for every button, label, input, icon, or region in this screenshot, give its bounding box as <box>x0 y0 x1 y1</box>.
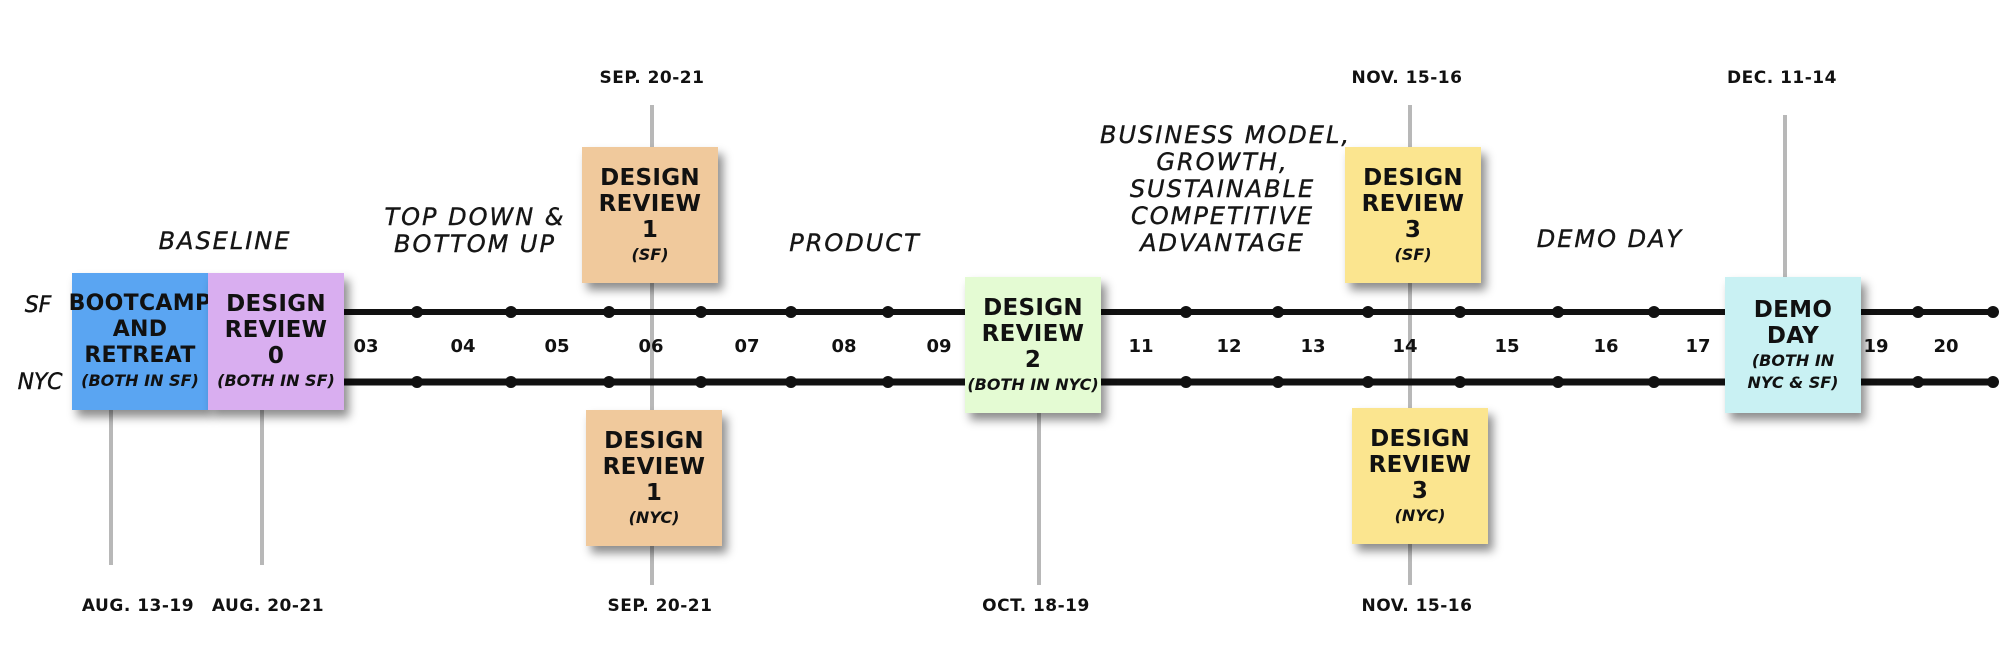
note-design-review-3-nyc: DESIGN REVIEW 3 (NYC) <box>1352 408 1488 544</box>
week-number: 04 <box>450 336 476 357</box>
sf-track-dot <box>603 306 615 318</box>
date-top-design-review-3: NOV. 15-16 <box>1351 68 1463 88</box>
week-number: 05 <box>544 336 570 357</box>
sf-track-dot <box>882 306 894 318</box>
track-label-sf: SF <box>24 293 52 318</box>
nyc-track-dot <box>1180 376 1192 388</box>
week-number: 09 <box>926 336 952 357</box>
note-demo-day: DEMO DAY (BOTH IN NYC & SF) <box>1725 277 1861 413</box>
nyc-track-dot <box>1648 376 1660 388</box>
note-title: DESIGN REVIEW 3 <box>1361 164 1465 243</box>
date-bottom-design-review-2: OCT. 18-19 <box>982 596 1090 616</box>
sf-track-dot <box>1272 306 1284 318</box>
note-title: DESIGN REVIEW 3 <box>1368 425 1472 504</box>
note-design-review-2: DESIGN REVIEW 2 (BOTH IN NYC) <box>965 277 1101 413</box>
sf-track-dot <box>1362 306 1374 318</box>
phase-top-down-bottom-up: TOP DOWN & BOTTOM UP <box>384 203 566 258</box>
note-subtitle: (BOTH IN SF) <box>81 371 199 390</box>
week-number: 17 <box>1685 336 1711 357</box>
nyc-track-dot <box>1552 376 1564 388</box>
nyc-track-dot <box>882 376 894 388</box>
note-subtitle: (NYC) <box>628 507 680 527</box>
sf-track-dot <box>1648 306 1660 318</box>
week-number: 20 <box>1933 336 1959 357</box>
date-bottom-design-review-3: NOV. 15-16 <box>1361 596 1473 616</box>
week-number: 19 <box>1863 336 1889 357</box>
week-number: 03 <box>353 336 379 357</box>
sf-track-dot <box>1454 306 1466 318</box>
note-subtitle: (BOTH IN SF) <box>217 371 335 390</box>
nyc-track-dot <box>1912 376 1924 388</box>
nyc-track-dot <box>505 376 517 388</box>
week-number: 15 <box>1494 336 1520 357</box>
sf-track-dot <box>1912 306 1924 318</box>
week-number: 13 <box>1300 336 1326 357</box>
nyc-track-dot <box>1272 376 1284 388</box>
phase-business-model: BUSINESS MODEL, GROWTH, SUSTAINABLE COMP… <box>1100 121 1351 257</box>
note-design-review-3-sf: DESIGN REVIEW 3 (SF) <box>1345 147 1481 283</box>
week-number: 14 <box>1392 336 1418 357</box>
nyc-track-dot <box>603 376 615 388</box>
sf-track-dot <box>505 306 517 318</box>
nyc-track-dot <box>1987 376 1999 388</box>
nyc-track-dot <box>785 376 797 388</box>
note-title: DESIGN REVIEW 1 <box>598 164 702 243</box>
note-design-review-1-nyc: DESIGN REVIEW 1 (NYC) <box>586 410 722 546</box>
note-design-review-0: DESIGN REVIEW 0 (BOTH IN SF) <box>208 273 344 410</box>
nyc-track-dot <box>1454 376 1466 388</box>
date-top-demo-day: DEC. 11-14 <box>1727 68 1837 88</box>
note-title: DEMO DAY <box>1753 296 1833 349</box>
nyc-track-dot <box>411 376 423 388</box>
date-bottom-design-review-1: SEP. 20-21 <box>607 596 713 616</box>
date-bottom-design-review-0: AUG. 20-21 <box>211 596 325 616</box>
note-subtitle: (SF) <box>1394 244 1432 264</box>
week-number: 11 <box>1128 336 1154 357</box>
note-title: DESIGN REVIEW 2 <box>981 294 1085 373</box>
note-design-review-1-sf: DESIGN REVIEW 1 (SF) <box>582 147 718 283</box>
phase-product: PRODUCT <box>789 229 921 257</box>
note-title: BOOTCAMP AND RETREAT <box>68 291 212 368</box>
date-top-design-review-1: SEP. 20-21 <box>599 68 705 88</box>
note-subtitle: (BOTH IN NYC) <box>967 374 1099 394</box>
note-subtitle: (NYC) <box>1394 505 1446 525</box>
sf-track-dot <box>1552 306 1564 318</box>
date-bottom-bootcamp: AUG. 13-19 <box>81 596 195 616</box>
sf-track-dot <box>1987 306 1999 318</box>
sf-track-dot <box>785 306 797 318</box>
nyc-track-dot <box>1362 376 1374 388</box>
week-number: 06 <box>638 336 664 357</box>
nyc-track-dot <box>695 376 707 388</box>
week-number: 16 <box>1593 336 1619 357</box>
note-title: DESIGN REVIEW 1 <box>602 427 706 506</box>
note-bootcamp: BOOTCAMP AND RETREAT (BOTH IN SF) <box>69 273 211 410</box>
note-subtitle: (SF) <box>631 244 669 264</box>
week-number: 07 <box>734 336 760 357</box>
week-number: 12 <box>1216 336 1242 357</box>
track-label-nyc: NYC <box>17 370 63 395</box>
phase-demo-day: DEMO DAY <box>1536 225 1684 253</box>
note-title: DESIGN REVIEW 0 <box>224 291 328 369</box>
phase-baseline: BASELINE <box>158 227 292 255</box>
sf-track-dot <box>695 306 707 318</box>
note-subtitle: (BOTH IN NYC & SF) <box>1747 350 1839 392</box>
sf-track-dot <box>411 306 423 318</box>
week-number: 08 <box>831 336 857 357</box>
sf-track-dot <box>1180 306 1192 318</box>
